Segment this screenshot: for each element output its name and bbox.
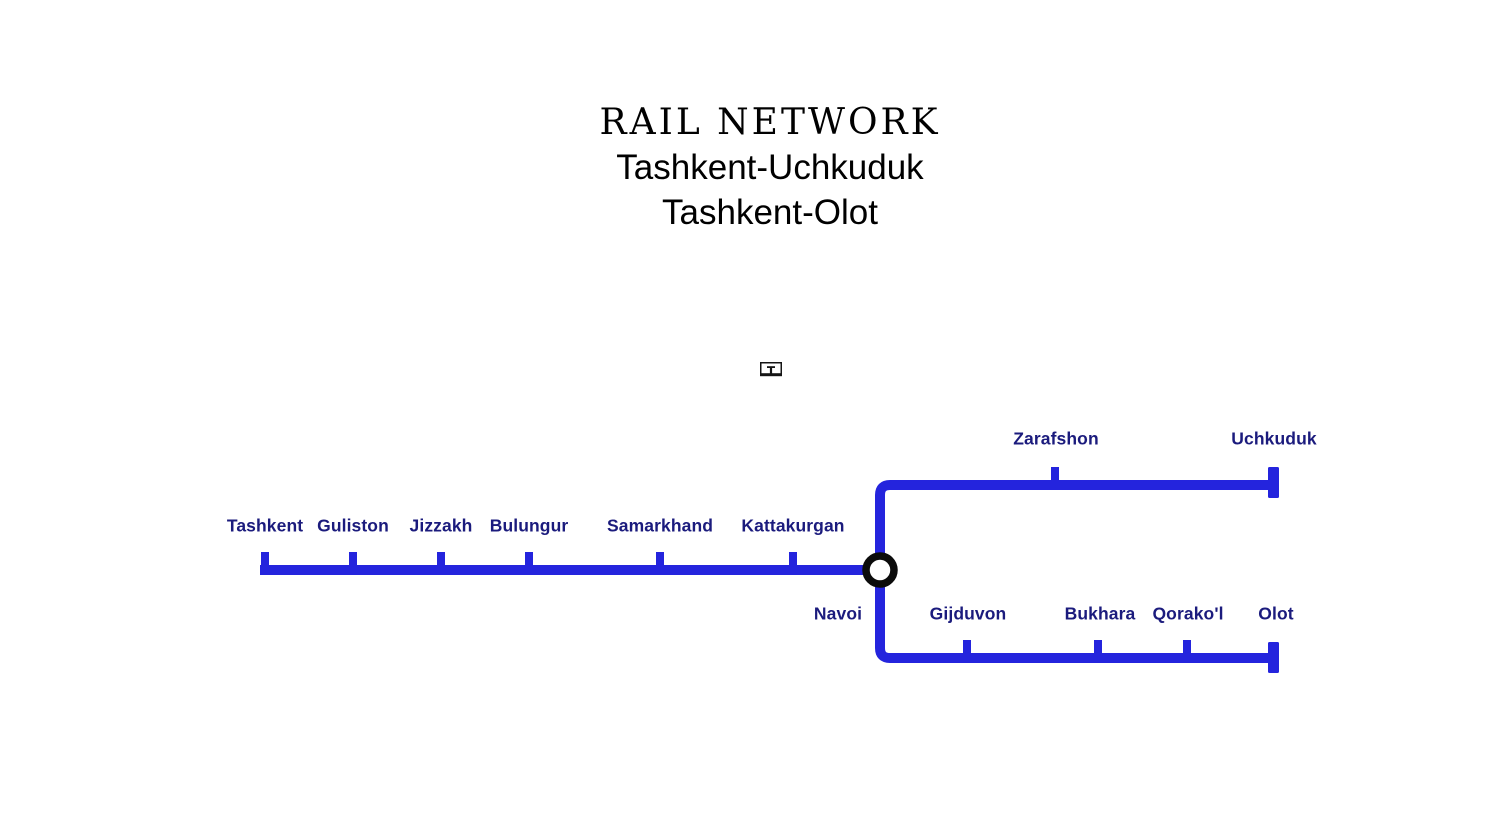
map-header: RAIL NETWORK Tashkent-Uchkuduk Tashkent-… [600, 101, 941, 235]
station-tick [1183, 640, 1191, 658]
station-label-tashkent: Tashkent [226, 515, 304, 536]
station-ticks-south [963, 640, 1191, 658]
station-tick [1051, 467, 1059, 485]
station-tick [656, 552, 664, 570]
station-label-olot: Olot [1258, 603, 1294, 624]
station-label-uchkuduk: Uchkuduk [1231, 428, 1317, 449]
map-subtitle-route-2: Tashkent-Olot [662, 193, 878, 232]
station-label-jizzakh: Jizzakh [409, 515, 473, 536]
station-tick [261, 552, 269, 570]
station-tick [525, 552, 533, 570]
station-label-bulungur: Bulungur [489, 515, 569, 536]
station-label-qorakol: Qorako'l [1152, 603, 1224, 624]
map-subtitle-route-1: Tashkent-Uchkuduk [616, 148, 924, 187]
station-tick [437, 552, 445, 570]
train-icon [760, 362, 782, 377]
north-branch-line [875, 480, 1272, 570]
station-ticks-north [1051, 467, 1059, 485]
station-label-guliston: Guliston [317, 515, 389, 536]
station-tick [789, 552, 797, 570]
terminus-marker-uchkuduk [1268, 467, 1279, 498]
station-label-zarafshon: Zarafshon [1013, 428, 1099, 449]
station-label-bukhara: Bukhara [1064, 603, 1136, 624]
station-label-gijduvon: Gijduvon [929, 603, 1007, 624]
station-tick [349, 552, 357, 570]
station-tick [1094, 640, 1102, 658]
map-title: RAIL NETWORK [599, 102, 941, 143]
station-label-navoi: Navoi [813, 603, 863, 624]
station-ticks-main [261, 552, 797, 570]
junction-marker-navoi [862, 552, 898, 588]
station-tick [963, 640, 971, 658]
station-label-kattakurgan: Kattakurgan [741, 515, 845, 536]
station-label-samarkhand: Samarkhand [606, 515, 714, 536]
terminus-marker-olot [1268, 642, 1279, 673]
south-branch-line [875, 570, 1272, 663]
